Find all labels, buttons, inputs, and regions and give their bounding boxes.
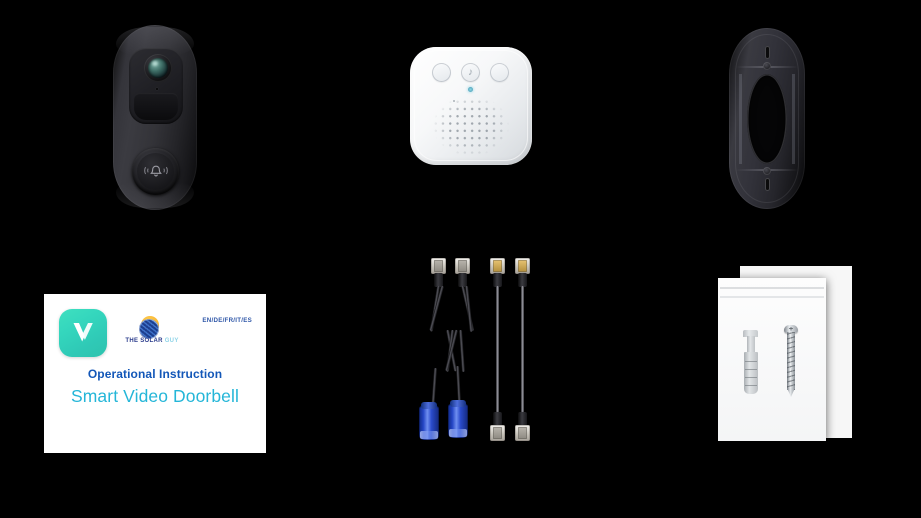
cable-neck-b4 (518, 412, 527, 426)
chime-button-face (137, 153, 174, 190)
screw-threaded-shank (787, 332, 795, 390)
product-wiring-cables (410, 258, 540, 454)
mounting-screw-icon (784, 325, 798, 397)
cable-terminal-b2 (515, 258, 530, 274)
chime-button-volume-down[interactable] (432, 63, 451, 82)
partner-logo-accent: GUY (164, 338, 179, 344)
solar-panel-icon (139, 319, 159, 339)
chime-button-melody[interactable]: ♪ (461, 63, 480, 82)
bracket-side-rail-left (739, 74, 742, 164)
bag-zipper-line-1 (720, 287, 824, 289)
cable-terminal-a1 (431, 258, 446, 274)
camera-lens-icon (148, 58, 168, 78)
cable-neck-a2 (458, 273, 467, 287)
screw-tip (787, 388, 795, 397)
language-list: EN/DE/FR/IT/ES (202, 317, 252, 324)
hardware-bag-front (718, 278, 826, 441)
manual-cover: THE SOLAR GUY EN/DE/FR/IT/ES Operational… (44, 294, 266, 453)
anchor-collar (743, 330, 758, 337)
doorbell-chime-button[interactable] (132, 148, 179, 195)
partner-logo: THE SOLAR GUY (117, 316, 187, 352)
cable-wire-b2 (521, 286, 524, 414)
cable-neck-b3 (493, 412, 502, 426)
partner-logo-main: THE SOLAR (125, 338, 163, 344)
screw-hole-top (763, 62, 771, 70)
wall-anchor-icon (743, 330, 758, 394)
anchor-fin-4 (744, 385, 757, 387)
brand-logo-icon (59, 309, 107, 357)
cable-terminal-a2 (455, 258, 470, 274)
cable-wire-a8 (459, 329, 465, 373)
keyhole-slot-top (764, 46, 770, 59)
phillips-cross-icon (789, 326, 793, 331)
partner-logo-text: THE SOLAR GUY (117, 338, 187, 344)
speaker-grille (431, 97, 511, 155)
cable-wire-a10 (456, 365, 461, 405)
cable-terminal-b4 (515, 425, 530, 441)
wire-connector-blue-2 (448, 400, 468, 438)
cable-neck-b1 (493, 273, 502, 287)
anchor-fin-3 (744, 377, 757, 379)
doorbell-front-panel (129, 48, 183, 124)
cable-neck-a1 (434, 273, 443, 287)
product-chime-receiver: ♪ (410, 47, 532, 165)
product-instruction-manual: THE SOLAR GUY EN/DE/FR/IT/ES Operational… (44, 294, 266, 453)
bracket-oval-cutout (747, 74, 787, 164)
bag-zipper-line-2 (720, 296, 824, 298)
melody-icon: ♪ (468, 67, 473, 78)
microphone-icon (156, 88, 158, 90)
anchor-fin-2 (744, 369, 757, 371)
manual-product-title: Smart Video Doorbell (70, 386, 239, 406)
status-led-icon (468, 87, 473, 92)
camera-lens-ring (144, 54, 172, 82)
product-doorbell-unit (113, 25, 197, 210)
cable-terminal-b1 (490, 258, 505, 274)
manual-heading: Operational Instruction (87, 367, 223, 381)
cable-terminal-b3 (490, 425, 505, 441)
bell-chime-icon (143, 165, 168, 176)
screw-head (784, 325, 798, 333)
cable-neck-b2 (518, 273, 527, 287)
wire-connector-blue-1 (419, 402, 439, 440)
motion-sensor-panel (134, 93, 178, 120)
keyhole-slot-bottom (764, 178, 770, 191)
bracket-side-rail-right (792, 74, 795, 164)
anchor-body (743, 352, 758, 394)
cable-wire-a9 (431, 367, 437, 405)
product-mounting-bracket (729, 28, 805, 209)
chime-button-volume-up[interactable] (490, 63, 509, 82)
anchor-neck (746, 336, 755, 354)
anchor-fin-1 (744, 361, 757, 363)
cable-wire-b1 (496, 286, 499, 414)
letter-v-glyph (73, 323, 93, 342)
product-hardware-bag (718, 266, 852, 441)
screw-hole-bottom (763, 167, 771, 175)
